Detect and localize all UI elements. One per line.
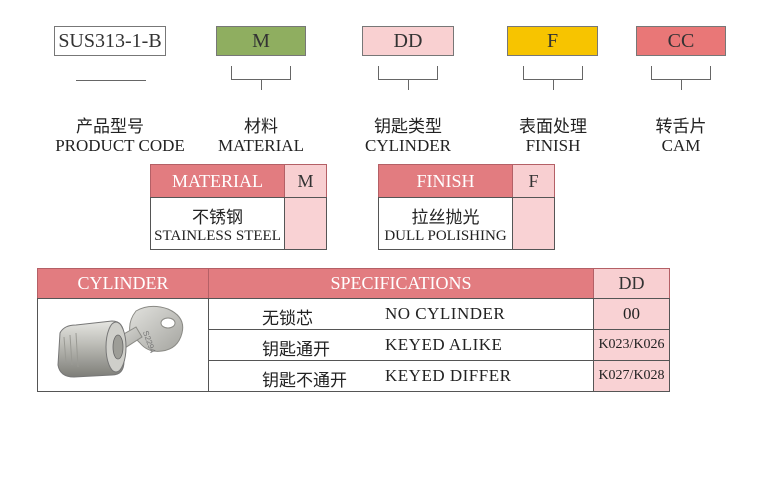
finish-table-code-header: F — [512, 164, 555, 198]
product-label-cn: 产品型号 — [76, 117, 144, 137]
spec-row-2-cn: 钥匙通开 — [262, 340, 330, 360]
spec-row-1-cn: 无锁芯 — [262, 309, 313, 329]
product-label-en: PRODUCT CODE — [55, 136, 185, 155]
product-code-box: SUS313-1-B — [54, 26, 166, 56]
finish-row-en: DULL POLISHING — [384, 228, 507, 244]
material-row-en: STAINLESS STEEL — [154, 228, 281, 244]
key-hole — [160, 317, 176, 329]
spec-header-code: DD — [593, 268, 670, 299]
finish-row-code-cell — [512, 197, 555, 250]
spec-header-specifications: SPECIFICATIONS — [208, 268, 594, 299]
finish-bracket — [523, 66, 583, 80]
material-stem — [261, 80, 262, 90]
finish-stem — [553, 80, 554, 90]
spec-row-3-code: K027/K028 — [598, 368, 665, 383]
material-table-code-header: M — [284, 164, 327, 198]
material-row-cn: 不锈钢 — [192, 208, 243, 228]
material-row — [150, 197, 285, 250]
cam-stem — [681, 80, 682, 90]
spec-row-1-en: NO CYLINDER — [385, 304, 506, 323]
spec-row-2-en: KEYED ALIKE — [385, 335, 503, 354]
cylinder-bracket — [378, 66, 438, 80]
material-code-box: M — [216, 26, 306, 56]
spec-row-3-en: KEYED DIFFER — [385, 366, 512, 385]
cylinder-stem — [408, 80, 409, 90]
spec-row-3-code-cell — [593, 360, 670, 392]
cam-label-en: CAM — [661, 136, 701, 155]
finish-label-cn: 表面处理 — [519, 117, 587, 137]
spec-row-3-cn: 钥匙不通开 — [262, 371, 347, 391]
material-table-header: MATERIAL — [150, 164, 285, 198]
cam-bracket — [651, 66, 711, 80]
finish-table-header: FINISH — [378, 164, 513, 198]
product-underline — [76, 80, 146, 81]
spec-row-3 — [208, 360, 594, 392]
spec-header-cylinder: CYLINDER — [37, 268, 209, 299]
cam-label-cn: 转舌片 — [655, 117, 707, 137]
cylinder-label-en: CYLINDER — [365, 136, 451, 155]
cylinder-grip — [63, 332, 79, 368]
finish-row-cn: 拉丝抛光 — [411, 208, 480, 228]
finish-code-box: F — [507, 26, 598, 56]
material-bracket — [231, 66, 291, 80]
spec-row-1 — [208, 298, 594, 330]
material-label-en: MATERIAL — [218, 136, 304, 155]
material-label-cn: 材料 — [244, 117, 278, 137]
cylinder-plug — [112, 334, 124, 360]
material-row-code-cell — [284, 197, 327, 250]
spec-row-1-code: 00 — [623, 304, 640, 323]
finish-row — [378, 197, 513, 250]
cylinder-label-cn: 钥匙类型 — [374, 117, 442, 137]
cylinder-key-image: S2294 — [57, 305, 184, 378]
cam-code-box: CC — [636, 26, 726, 56]
cylinder-code-box: DD — [362, 26, 454, 56]
spec-row-2-code: K023/K026 — [598, 337, 665, 352]
finish-label-en: FINISH — [525, 136, 581, 155]
